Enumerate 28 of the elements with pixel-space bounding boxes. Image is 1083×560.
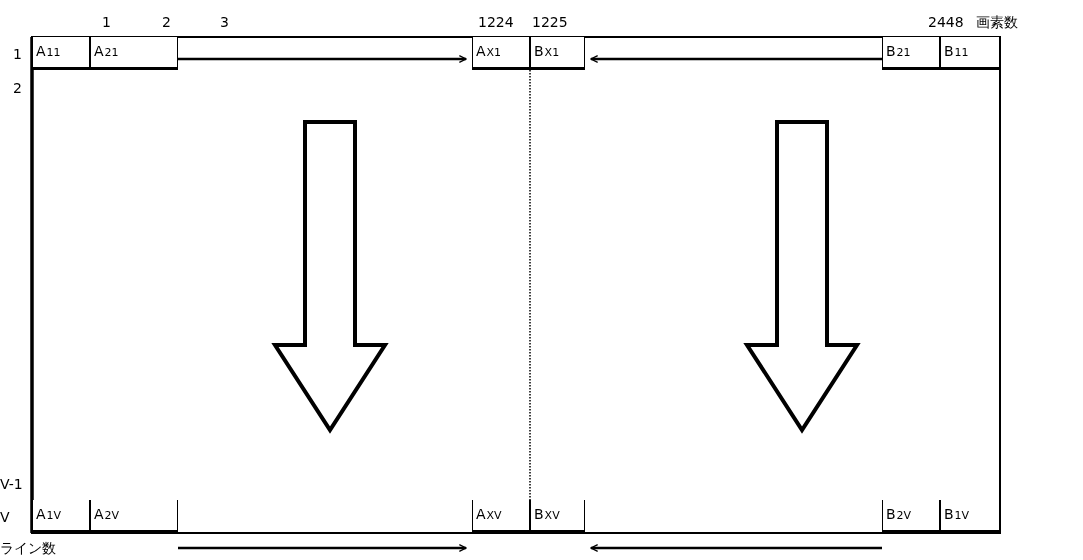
arrow [590, 55, 882, 63]
pixel-cell [530, 37, 585, 70]
axis-label: 1 [102, 14, 111, 30]
arrow [178, 544, 467, 552]
pixel-cell [530, 500, 585, 533]
axis-label: 1225 [532, 14, 568, 30]
axis-label: ライン数 [0, 540, 56, 556]
pixel-cell [882, 37, 940, 70]
pixel-cell [90, 500, 178, 533]
pixel-cell [472, 500, 530, 533]
axis-label: 2 [162, 14, 171, 30]
pixel-cell [90, 37, 178, 70]
axis-label: 3 [220, 14, 229, 30]
pixel-cell [882, 500, 940, 533]
arrow [590, 544, 882, 552]
pixel-cell [472, 37, 530, 70]
pixel-cell [940, 500, 1000, 533]
arrow [178, 55, 467, 63]
axis-label: 1224 [478, 14, 514, 30]
pixel-cell [32, 500, 90, 533]
pixel-cell [940, 37, 1000, 70]
axis-label: V-1 [0, 476, 23, 492]
axis-label: 画素数 [976, 14, 1018, 30]
pixel-cell [32, 37, 90, 70]
axis-label: 1 [13, 46, 22, 62]
axis-label: 2448 [928, 14, 964, 30]
axis-label: V [0, 509, 10, 525]
axis-label: 2 [13, 80, 22, 96]
